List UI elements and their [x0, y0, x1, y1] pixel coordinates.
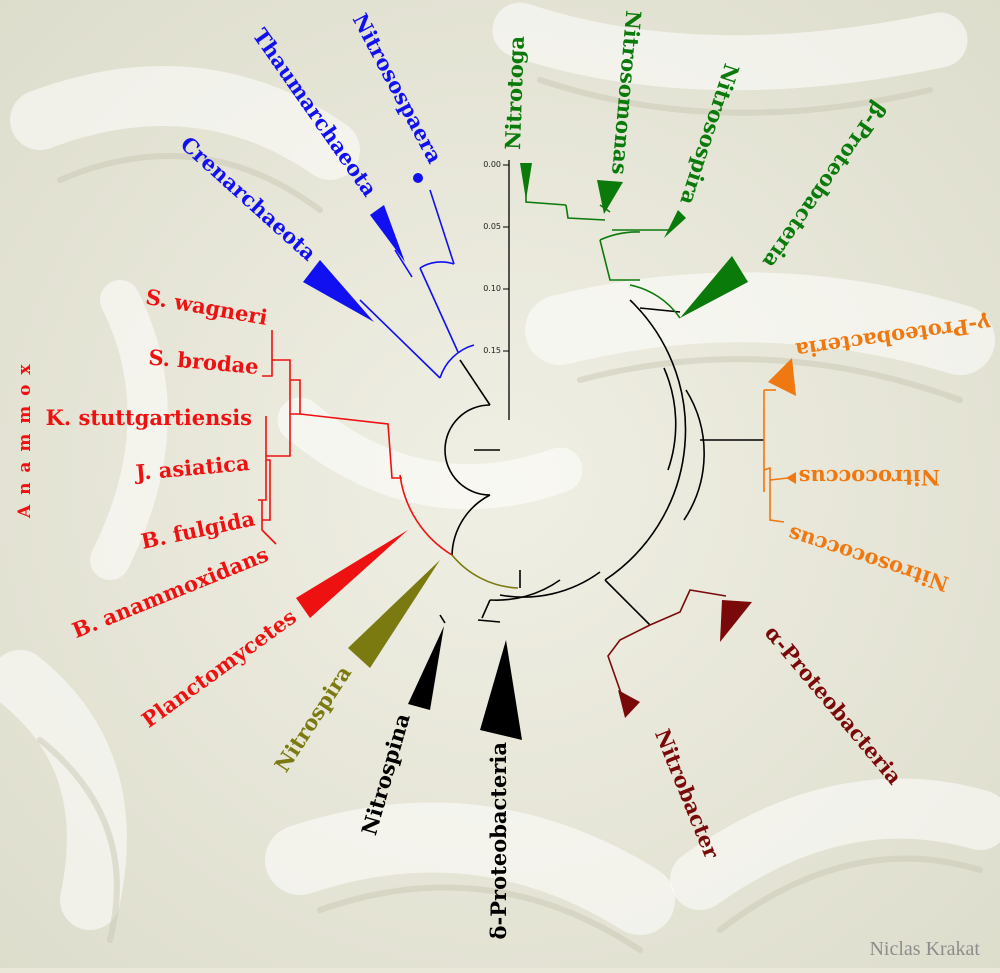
- label-nitrotoga: Nitrotoga: [500, 35, 529, 150]
- scale-tick-label: 0.10: [483, 284, 501, 293]
- label-nitrococcus: Nitrococcus: [799, 465, 940, 490]
- label-delta-proteobacteria: δ-Proteobacteria: [486, 742, 511, 940]
- label-anammox: A n a m m o x: [15, 362, 35, 519]
- author-credit: Niclas Krakat: [869, 938, 980, 960]
- nitrospina-collapsed-clade: [408, 626, 444, 710]
- beta-proteobacteria-collapsed-clade: [680, 256, 748, 318]
- nitrospira-collapsed-clade: [348, 560, 440, 668]
- tree-backbone: [439, 299, 764, 626]
- scale-tick-label: 0.15: [483, 346, 501, 355]
- thaumarchaeota-collapsed-clade: [370, 205, 405, 262]
- nitrococcus-collapsed-clade: [786, 472, 796, 484]
- nitrosospira-collapsed-clade: [664, 210, 686, 238]
- alpha-proteobacteria-collapsed-clade: [720, 600, 752, 642]
- nitrotoga-collapsed-clade: [520, 163, 532, 200]
- nitrosomonas-collapsed-clade: [597, 180, 623, 214]
- nitrobacter-collapsed-clade: [618, 690, 640, 718]
- scale-tick-label: 0.00: [483, 160, 501, 169]
- nitrosospaera-leaf-dot: [413, 173, 423, 183]
- planctomycetes-collapsed-clade: [296, 530, 408, 618]
- gamma-proteobacteria-collapsed-clade: [768, 358, 796, 396]
- scale-bar: 0.00 0.05 0.10 0.15: [483, 160, 510, 420]
- crenarchaeota-collapsed-clade: [303, 260, 374, 322]
- delta-proteobacteria-collapsed-clade: [480, 640, 522, 740]
- label-k-stuttgartiensis: K. stuttgartiensis: [46, 405, 252, 430]
- scale-tick-label: 0.05: [483, 222, 501, 231]
